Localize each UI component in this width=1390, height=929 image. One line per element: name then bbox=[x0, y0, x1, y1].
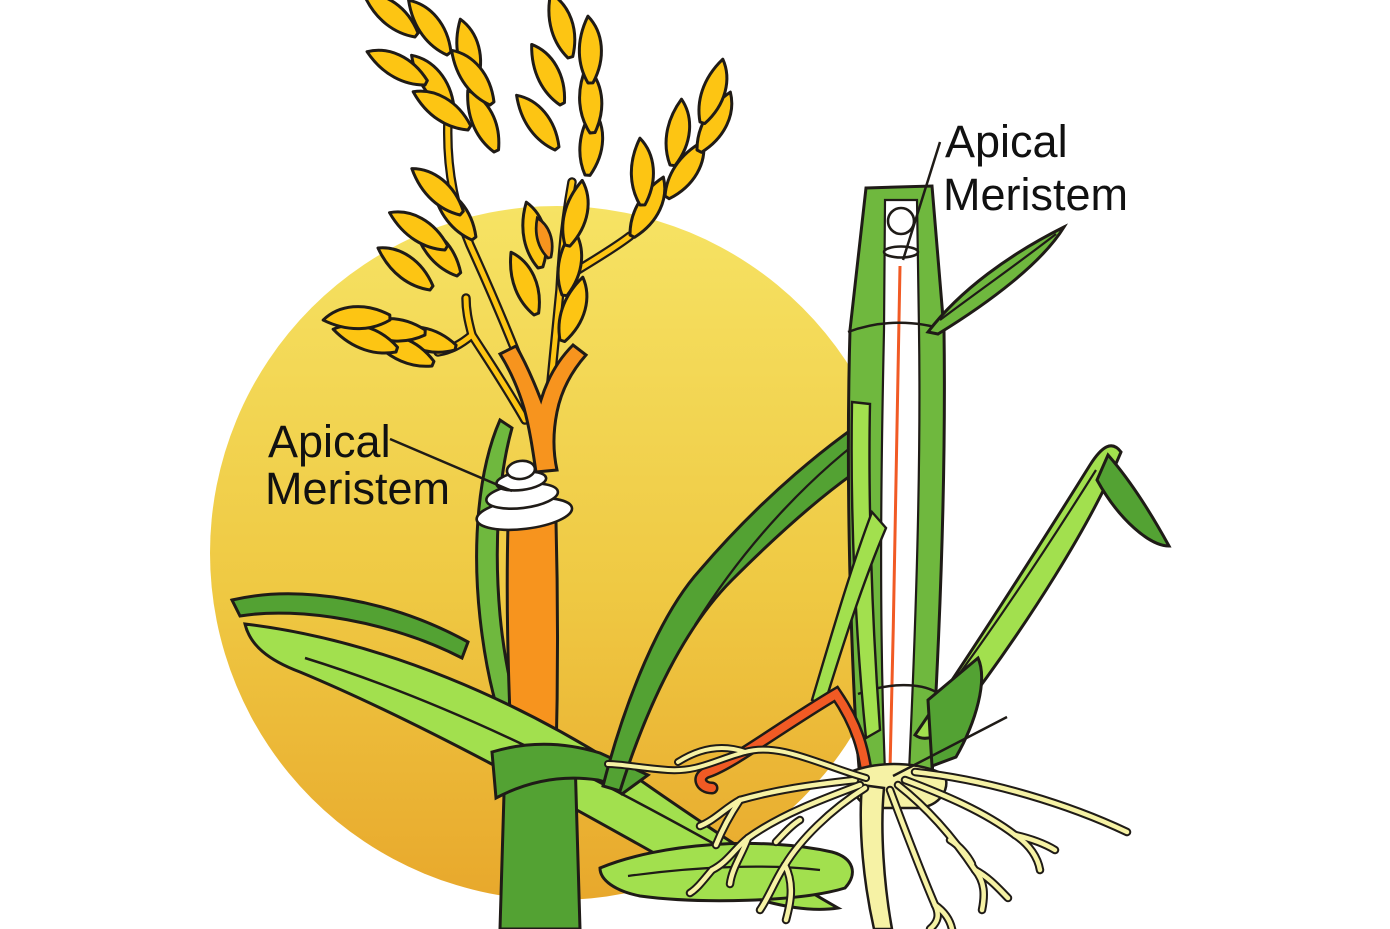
main-root bbox=[859, 783, 894, 929]
plant-apical-meristem-label-line2: Meristem bbox=[943, 169, 1128, 220]
crown-pointer-line bbox=[892, 715, 1008, 778]
apical-meristem-dome bbox=[475, 459, 574, 532]
left-leader-line bbox=[389, 437, 513, 493]
stem-branch-junction bbox=[497, 343, 589, 474]
plant-stem-cutaway bbox=[810, 184, 946, 782]
upper-right-leaf bbox=[925, 223, 1069, 336]
vascular-strand bbox=[888, 265, 902, 771]
leaf-drooping-tip bbox=[1095, 452, 1172, 548]
meristem-collar bbox=[882, 245, 920, 259]
fibrous-roots bbox=[690, 762, 1127, 929]
right-leader-line bbox=[901, 141, 942, 261]
crown-leaf bbox=[926, 655, 984, 769]
apical-meristem-ball bbox=[886, 206, 916, 236]
leader-lines bbox=[389, 141, 1008, 778]
leaf-back-strip bbox=[229, 592, 470, 661]
magnified-stem bbox=[475, 343, 589, 760]
magnified-apical-meristem-label-line1: Apical bbox=[268, 416, 391, 467]
plant-apical-meristem-label-line1: Apical bbox=[945, 116, 1068, 167]
labels: Apical Meristem Apical Meristem bbox=[265, 116, 1128, 514]
magnified-apical-meristem-label-line2: Meristem bbox=[265, 463, 450, 514]
